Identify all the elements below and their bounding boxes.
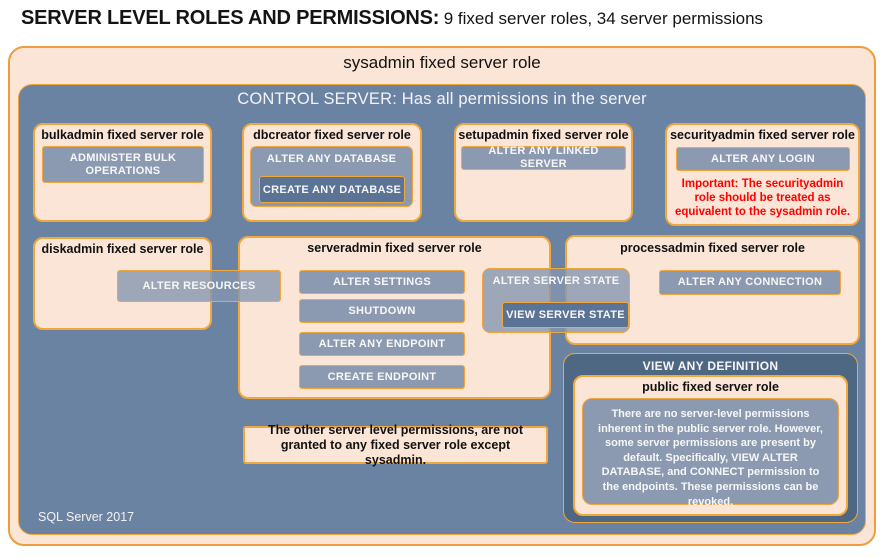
permission-alter-settings: ALTER SETTINGS xyxy=(299,270,465,294)
permission-administer-bulk-operations: ADMINISTER BULK OPERATIONS xyxy=(42,146,204,183)
permission-alter-any-database-label: ALTER ANY DATABASE xyxy=(266,153,397,165)
securityadmin-role-box xyxy=(665,123,860,226)
sql-server-version-label: SQL Server 2017 xyxy=(38,510,135,524)
setupadmin-role-box xyxy=(454,123,633,222)
permission-create-endpoint: CREATE ENDPOINT xyxy=(299,365,465,389)
permission-alter-any-login: ALTER ANY LOGIN xyxy=(676,147,850,171)
permission-alter-server-state: ALTER SERVER STATE VIEW SERVER STATE xyxy=(482,268,630,333)
page-title: SERVER LEVEL ROLES AND PERMISSIONS: 9 fi… xyxy=(21,7,861,30)
securityadmin-warning-note: Important: The securityadmin role should… xyxy=(674,178,851,218)
permission-view-server-state: VIEW SERVER STATE xyxy=(502,302,629,328)
permission-view-any-definition-label: VIEW ANY DEFINITION xyxy=(642,359,779,373)
permission-create-any-database: CREATE ANY DATABASE xyxy=(259,176,405,203)
public-role-title: public fixed server role xyxy=(642,380,779,394)
dbcreator-role-title: dbcreator fixed server role xyxy=(253,128,411,142)
control-server-header: CONTROL SERVER: Has all permissions in t… xyxy=(237,90,647,108)
other-permissions-note: The other server level permissions, are … xyxy=(243,423,548,467)
permission-alter-any-endpoint: ALTER ANY ENDPOINT xyxy=(299,332,465,356)
permission-alter-resources: ALTER RESOURCES xyxy=(117,270,281,302)
permission-alter-any-connection: ALTER ANY CONNECTION xyxy=(659,270,841,295)
securityadmin-role-title: securityadmin fixed server role xyxy=(670,128,855,142)
diskadmin-role-title: diskadmin fixed server role xyxy=(41,242,204,256)
permission-alter-server-state-label: ALTER SERVER STATE xyxy=(492,275,620,287)
bulkadmin-role-title: bulkadmin fixed server role xyxy=(41,128,204,142)
permission-alter-any-linked-server: ALTER ANY LINKED SERVER xyxy=(461,145,626,170)
public-role-description: There are no server-level permissions in… xyxy=(582,398,839,508)
setupadmin-role-title: setupadmin fixed server role xyxy=(458,128,629,142)
permission-alter-any-database: ALTER ANY DATABASE CREATE ANY DATABASE xyxy=(250,146,413,207)
permission-shutdown: SHUTDOWN xyxy=(299,299,465,323)
serveradmin-role-title: serveradmin fixed server role xyxy=(307,241,482,255)
page-title-sub: 9 fixed server roles, 34 server permissi… xyxy=(443,9,764,28)
page-title-main: SERVER LEVEL ROLES AND PERMISSIONS: xyxy=(21,7,440,29)
sysadmin-role-label: sysadmin fixed server role xyxy=(343,53,541,72)
processadmin-role-title: processadmin fixed server role xyxy=(620,241,805,255)
